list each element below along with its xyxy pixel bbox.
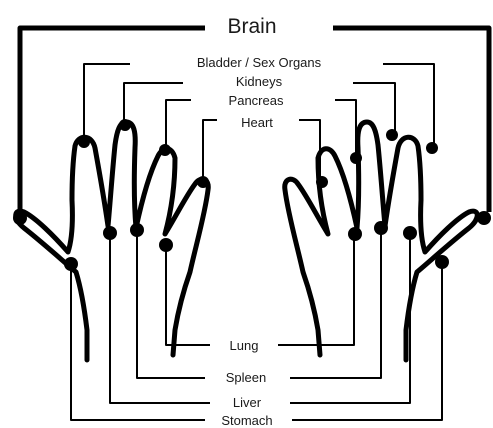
kidneys-label: Kidneys <box>233 75 285 88</box>
right-hand-reflex-dots <box>316 129 491 269</box>
lung-label: Lung <box>227 339 262 352</box>
left-hand-outline <box>16 122 209 360</box>
bladder-sex-organs-label: Bladder / Sex Organs <box>194 56 324 69</box>
pancreas-label: Pancreas <box>226 94 287 107</box>
liver-label: Liver <box>230 396 264 409</box>
spleen-label: Spleen <box>223 371 269 384</box>
heart-label: Heart <box>238 116 276 129</box>
brain-label: Brain <box>224 16 279 37</box>
stomach-label: Stomach <box>218 414 275 427</box>
